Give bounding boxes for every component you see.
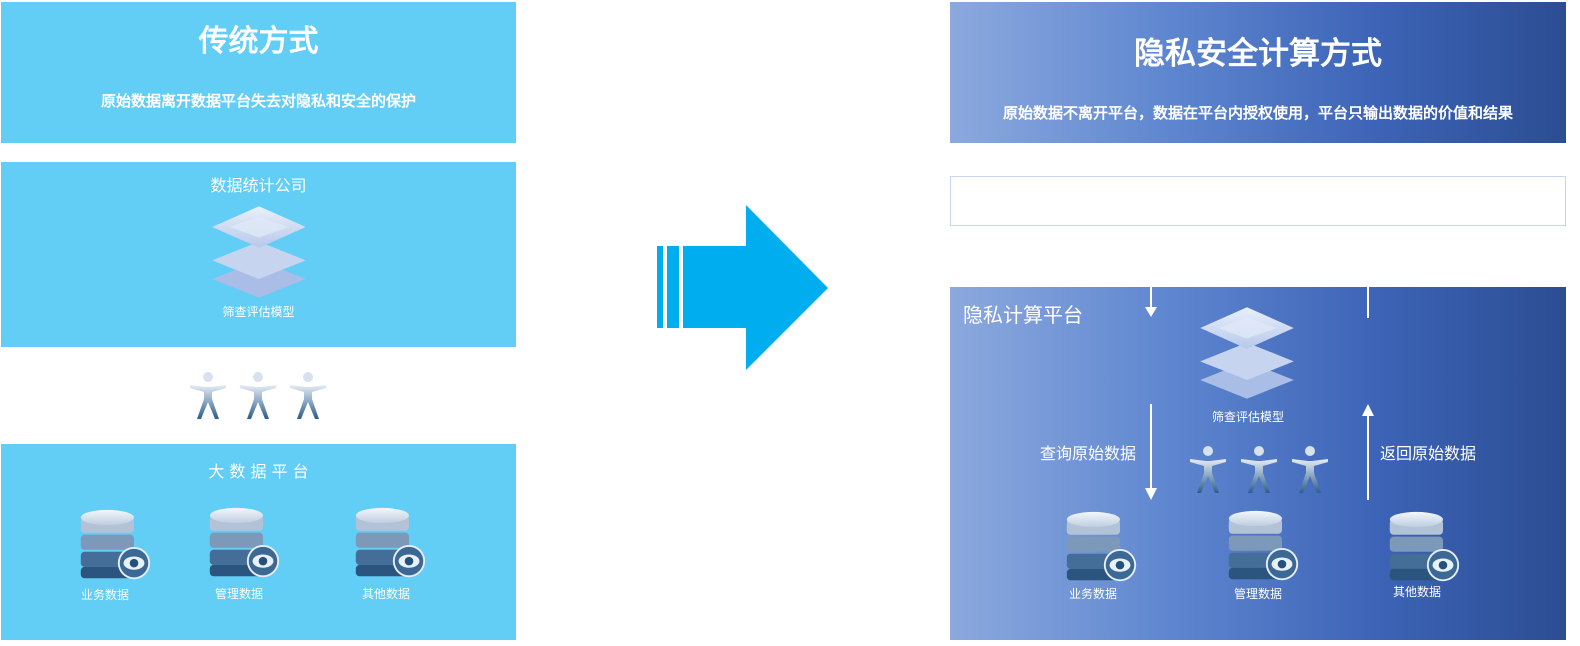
right-header-subtitle: 原始数据不离开平台，数据在平台内授权使用，平台只输出数据的价值和结果 (1002, 104, 1513, 122)
database-icon (352, 506, 428, 582)
empty-outline-box (950, 176, 1566, 226)
database-icon (1386, 510, 1462, 586)
company-label: 数据统计公司 (210, 176, 307, 195)
layers-icon (1195, 301, 1299, 405)
database-label: 其他数据 (1392, 585, 1441, 599)
left-header-panel: 传统方式 原始数据离开数据平台失去对隐私和安全的保护 (1, 2, 516, 143)
platform-label: 大 数 据 平 台 (208, 462, 309, 481)
person-icon (1188, 444, 1228, 496)
database-label: 业务数据 (80, 588, 129, 602)
line-stub (1367, 287, 1369, 318)
person-icon (238, 370, 278, 422)
query-label: 查询原始数据 (1040, 444, 1137, 463)
model-label: 筛查评估模型 (222, 305, 295, 319)
database-label: 管理数据 (1233, 587, 1282, 601)
right-header-title: 隐私安全计算方式 (1134, 36, 1382, 72)
down-arrow-icon (1145, 287, 1157, 317)
person-icon (1290, 444, 1330, 496)
transition-arrow-icon (657, 205, 828, 370)
privacy-platform-label: 隐私计算平台 (963, 303, 1083, 327)
query-down-arrow-icon (1145, 404, 1157, 500)
database-icon (77, 508, 153, 584)
layers-icon (207, 200, 311, 304)
database-label: 业务数据 (1068, 587, 1117, 601)
database-label: 管理数据 (214, 587, 263, 601)
big-data-platform-panel: 大 数 据 平 台 业务数据 管理数据 其他数据 (1, 444, 516, 640)
return-up-arrow-icon (1362, 404, 1374, 500)
person-icon (1239, 444, 1279, 496)
company-panel: 数据统计公司 筛查评估模型 (1, 162, 516, 347)
left-header-title: 传统方式 (198, 24, 319, 59)
database-label: 其他数据 (361, 587, 410, 601)
return-label: 返回原始数据 (1380, 444, 1477, 463)
database-icon (1225, 509, 1301, 585)
database-icon (206, 506, 282, 582)
left-header-subtitle: 原始数据离开数据平台失去对隐私和安全的保护 (100, 92, 416, 110)
right-header-panel: 隐私安全计算方式 原始数据不离开平台，数据在平台内授权使用，平台只输出数据的价值… (950, 2, 1566, 143)
person-icon (288, 370, 328, 422)
privacy-computing-platform-panel: 隐私计算平台 筛查评估模型 查询原始数据 返回原始数据 业务数据 管理数据 其他… (950, 287, 1566, 640)
person-icon (188, 370, 228, 422)
database-icon (1063, 510, 1139, 586)
model-label: 筛查评估模型 (1211, 410, 1284, 424)
